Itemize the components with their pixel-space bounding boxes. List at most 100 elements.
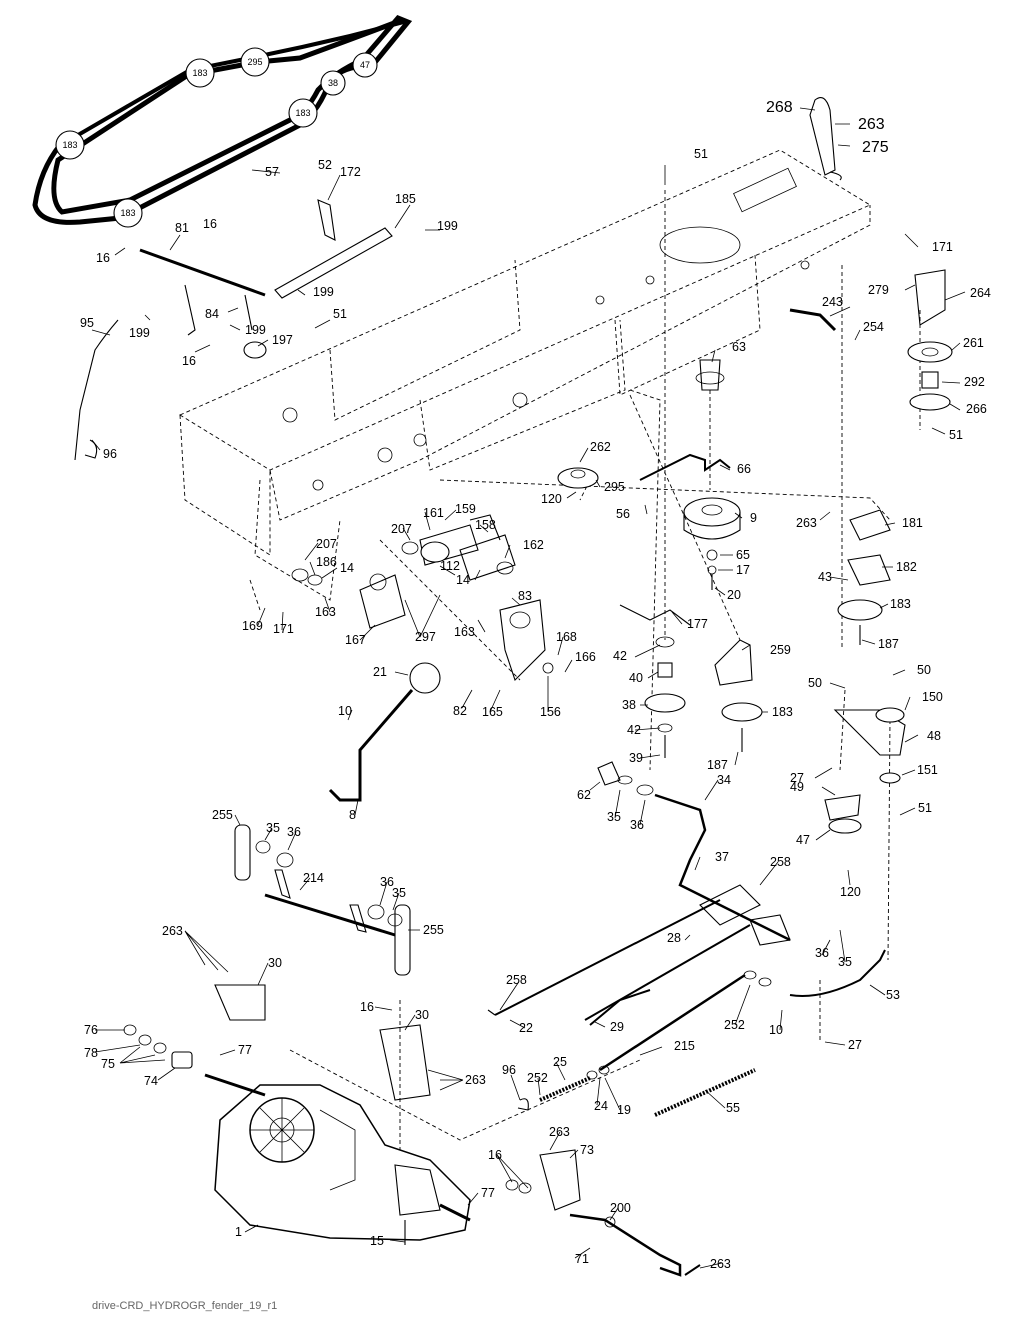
part-label: 163 [454,625,475,639]
part-label: 292 [964,375,985,389]
part-label: 74 [144,1074,158,1088]
part-label: 168 [556,630,577,644]
part-label: 73 [580,1143,594,1157]
rod-53 [789,949,886,997]
part-label: 43 [818,570,832,584]
part-label: 28 [667,931,681,945]
part-label: 182 [896,560,917,574]
part-label: 259 [770,643,791,657]
part-label: 50 [917,663,931,677]
part-label: 268 [766,99,793,116]
strap-part [809,97,836,176]
part-label: 76 [84,1023,98,1037]
part-label: 21 [373,665,387,679]
part-label: 263 [710,1257,731,1271]
part-label: 56 [616,507,630,521]
part-label: 10 [769,1023,783,1037]
part-label: 66 [737,462,751,476]
part-label: 252 [527,1071,548,1085]
part-label: 15 [370,1234,384,1248]
belt-pulley-label: 183 [192,68,207,78]
part-label: 263 [549,1125,570,1139]
bracket-259 [714,639,753,686]
belt-pulley-label: 47 [360,60,370,70]
hydrostatic-transmission [204,1073,471,1245]
part-label: 279 [868,283,889,297]
part-label: 78 [84,1046,98,1060]
part-label: 42 [613,649,627,663]
lever-8 [328,689,414,802]
arm-255 [394,904,411,976]
belt-pulley-label: 183 [295,108,310,118]
part-label: 27 [790,771,804,785]
part-label: 258 [506,973,527,987]
belt-pulley [240,47,270,77]
washer-151 [879,772,901,784]
bracket-73 [539,1149,581,1211]
spring-55 [654,1068,756,1117]
part-label: 151 [917,763,938,777]
bracket-264 [914,269,946,326]
part-label: 30 [415,1008,429,1022]
part-label: 214 [303,871,324,885]
part-label: 161 [423,506,444,520]
shaft-214 [264,893,396,937]
part-label: 35 [266,821,280,835]
belt-pulley-label: 295 [247,57,262,67]
part-label: 262 [590,440,611,454]
bracket-177 [619,604,691,626]
part-label: 35 [607,810,621,824]
spindle-63 [699,359,721,391]
part-label: 207 [316,537,337,551]
part-label: 263 [796,516,817,530]
pulley-183-lower [721,702,763,722]
part-label: 252 [724,1018,745,1032]
bracket-182 [847,554,891,586]
part-label: 215 [674,1039,695,1053]
part-label: 295 [604,480,625,494]
callout-labels: 268 263 275 57 51 52 172 185 199 16 81 1… [80,99,991,1271]
part-label: 48 [927,729,941,743]
part-label: 35 [392,886,406,900]
bracket-30 [214,984,266,1021]
bar-185 [274,227,393,299]
part-label: 263 [162,924,183,938]
part-label: 42 [627,723,641,737]
part-label: 1 [235,1225,242,1239]
part-label: 199 [437,219,458,233]
part-label: 95 [80,316,94,330]
part-label: 199 [245,323,266,337]
part-label: 263 [465,1073,486,1087]
part-label: 266 [966,402,987,416]
part-label: 162 [523,538,544,552]
part-label: 65 [736,548,750,562]
part-label: 185 [395,192,416,206]
part-label: 17 [736,563,750,577]
rod-34 [654,793,791,942]
tractor-frame [179,149,871,601]
part-label: 52 [318,158,332,172]
part-label: 172 [340,165,361,179]
spring-rod-95 [74,319,119,461]
part-label: 81 [175,221,189,235]
part-label: 16 [488,1148,502,1162]
part-label: 171 [273,622,294,636]
knob-21 [409,662,441,694]
drawing-code: drive-CRD_HYDROGR_fender_19_r1 [92,1300,278,1312]
part-label: 120 [840,885,861,899]
rod-215 [599,973,746,1072]
clutch-9 [683,497,741,527]
spring-25 [539,1076,591,1102]
part-label: 187 [878,637,899,651]
part-label: 169 [242,619,263,633]
belt-pulley [185,58,215,88]
part-label: 167 [345,633,366,647]
assembly-lines [249,190,921,1150]
part-label: 27 [848,1038,862,1052]
part-label: 53 [886,988,900,1002]
part-label: 40 [629,671,643,685]
part-label: 9 [750,511,757,525]
part-label: 255 [423,923,444,937]
part-label: 36 [380,875,394,889]
part-label: 39 [629,751,643,765]
